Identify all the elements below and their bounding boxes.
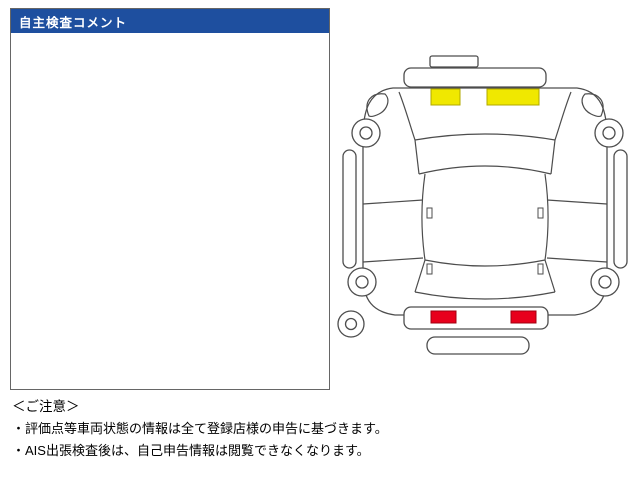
hood-line-left: [398, 91, 416, 141]
car-panels: [342, 55, 628, 355]
door-split-rear-left: [362, 257, 424, 263]
windshield-top: [414, 133, 556, 141]
highlight-front-left: [430, 88, 461, 106]
rear-bumper: [426, 336, 530, 355]
front-bumper: [403, 67, 547, 88]
door-split-front-right: [546, 199, 608, 205]
wheel-rear-right-hub: [598, 275, 612, 289]
wheel-rear-left-hub: [355, 275, 369, 289]
rear-window-top: [424, 259, 546, 267]
highlight-front-right: [486, 88, 540, 106]
roof-line-left: [421, 173, 426, 261]
windshield-side-left: [414, 139, 420, 175]
vehicle-condition-diagram: [335, 52, 635, 364]
highlight-rear-right: [510, 310, 537, 324]
body-detail-lines: [362, 91, 608, 300]
notes-section: ＜ご注意＞ ・評価点等車両状態の情報は全て登録店様の申告に基づきます。 ・AIS…: [12, 396, 628, 462]
highlight-rear-left: [430, 310, 457, 324]
vehicle-diagram-svg: [337, 55, 628, 355]
hood-line-right: [554, 91, 572, 141]
wheel-front-left-hub: [359, 126, 373, 140]
side-sill-left: [342, 149, 357, 269]
roof-line-right: [544, 173, 549, 261]
mirror-right-icon: [581, 93, 604, 117]
panel-title: 自主検査コメント: [19, 15, 128, 30]
rear-window-bottom: [414, 291, 556, 300]
windshield-side-right: [550, 139, 556, 175]
highlight-marks: [430, 88, 540, 324]
door-split-front-left: [362, 199, 424, 205]
door-handle: [537, 207, 544, 219]
rear-window-side-right: [544, 259, 556, 293]
car-body-outline: [362, 87, 608, 316]
note-item: ・AIS出張検査後は、自己申告情報は閲覧できなくなります。: [12, 443, 370, 458]
rear-window-side-left: [414, 259, 426, 293]
wheel-front-right-hub: [602, 126, 616, 140]
wheels: [337, 118, 624, 338]
notes-heading: ＜ご注意＞: [12, 399, 80, 414]
door-handle: [537, 263, 544, 275]
door-split-rear-right: [546, 257, 608, 263]
windshield-bottom: [418, 165, 552, 175]
spare-tire-hub: [344, 317, 358, 331]
side-sill-right: [613, 149, 628, 269]
door-handle: [426, 263, 433, 275]
note-item: ・評価点等車両状態の情報は全て登録店様の申告に基づきます。: [12, 421, 388, 436]
panel-header: 自主検査コメント: [11, 9, 329, 33]
panel-comment-area: [11, 33, 329, 389]
front-plate: [429, 55, 479, 68]
mirror-left-icon: [366, 93, 389, 117]
door-handle: [426, 207, 433, 219]
self-inspection-comment-panel: 自主検査コメント: [10, 8, 330, 390]
door-handles: [426, 207, 544, 275]
